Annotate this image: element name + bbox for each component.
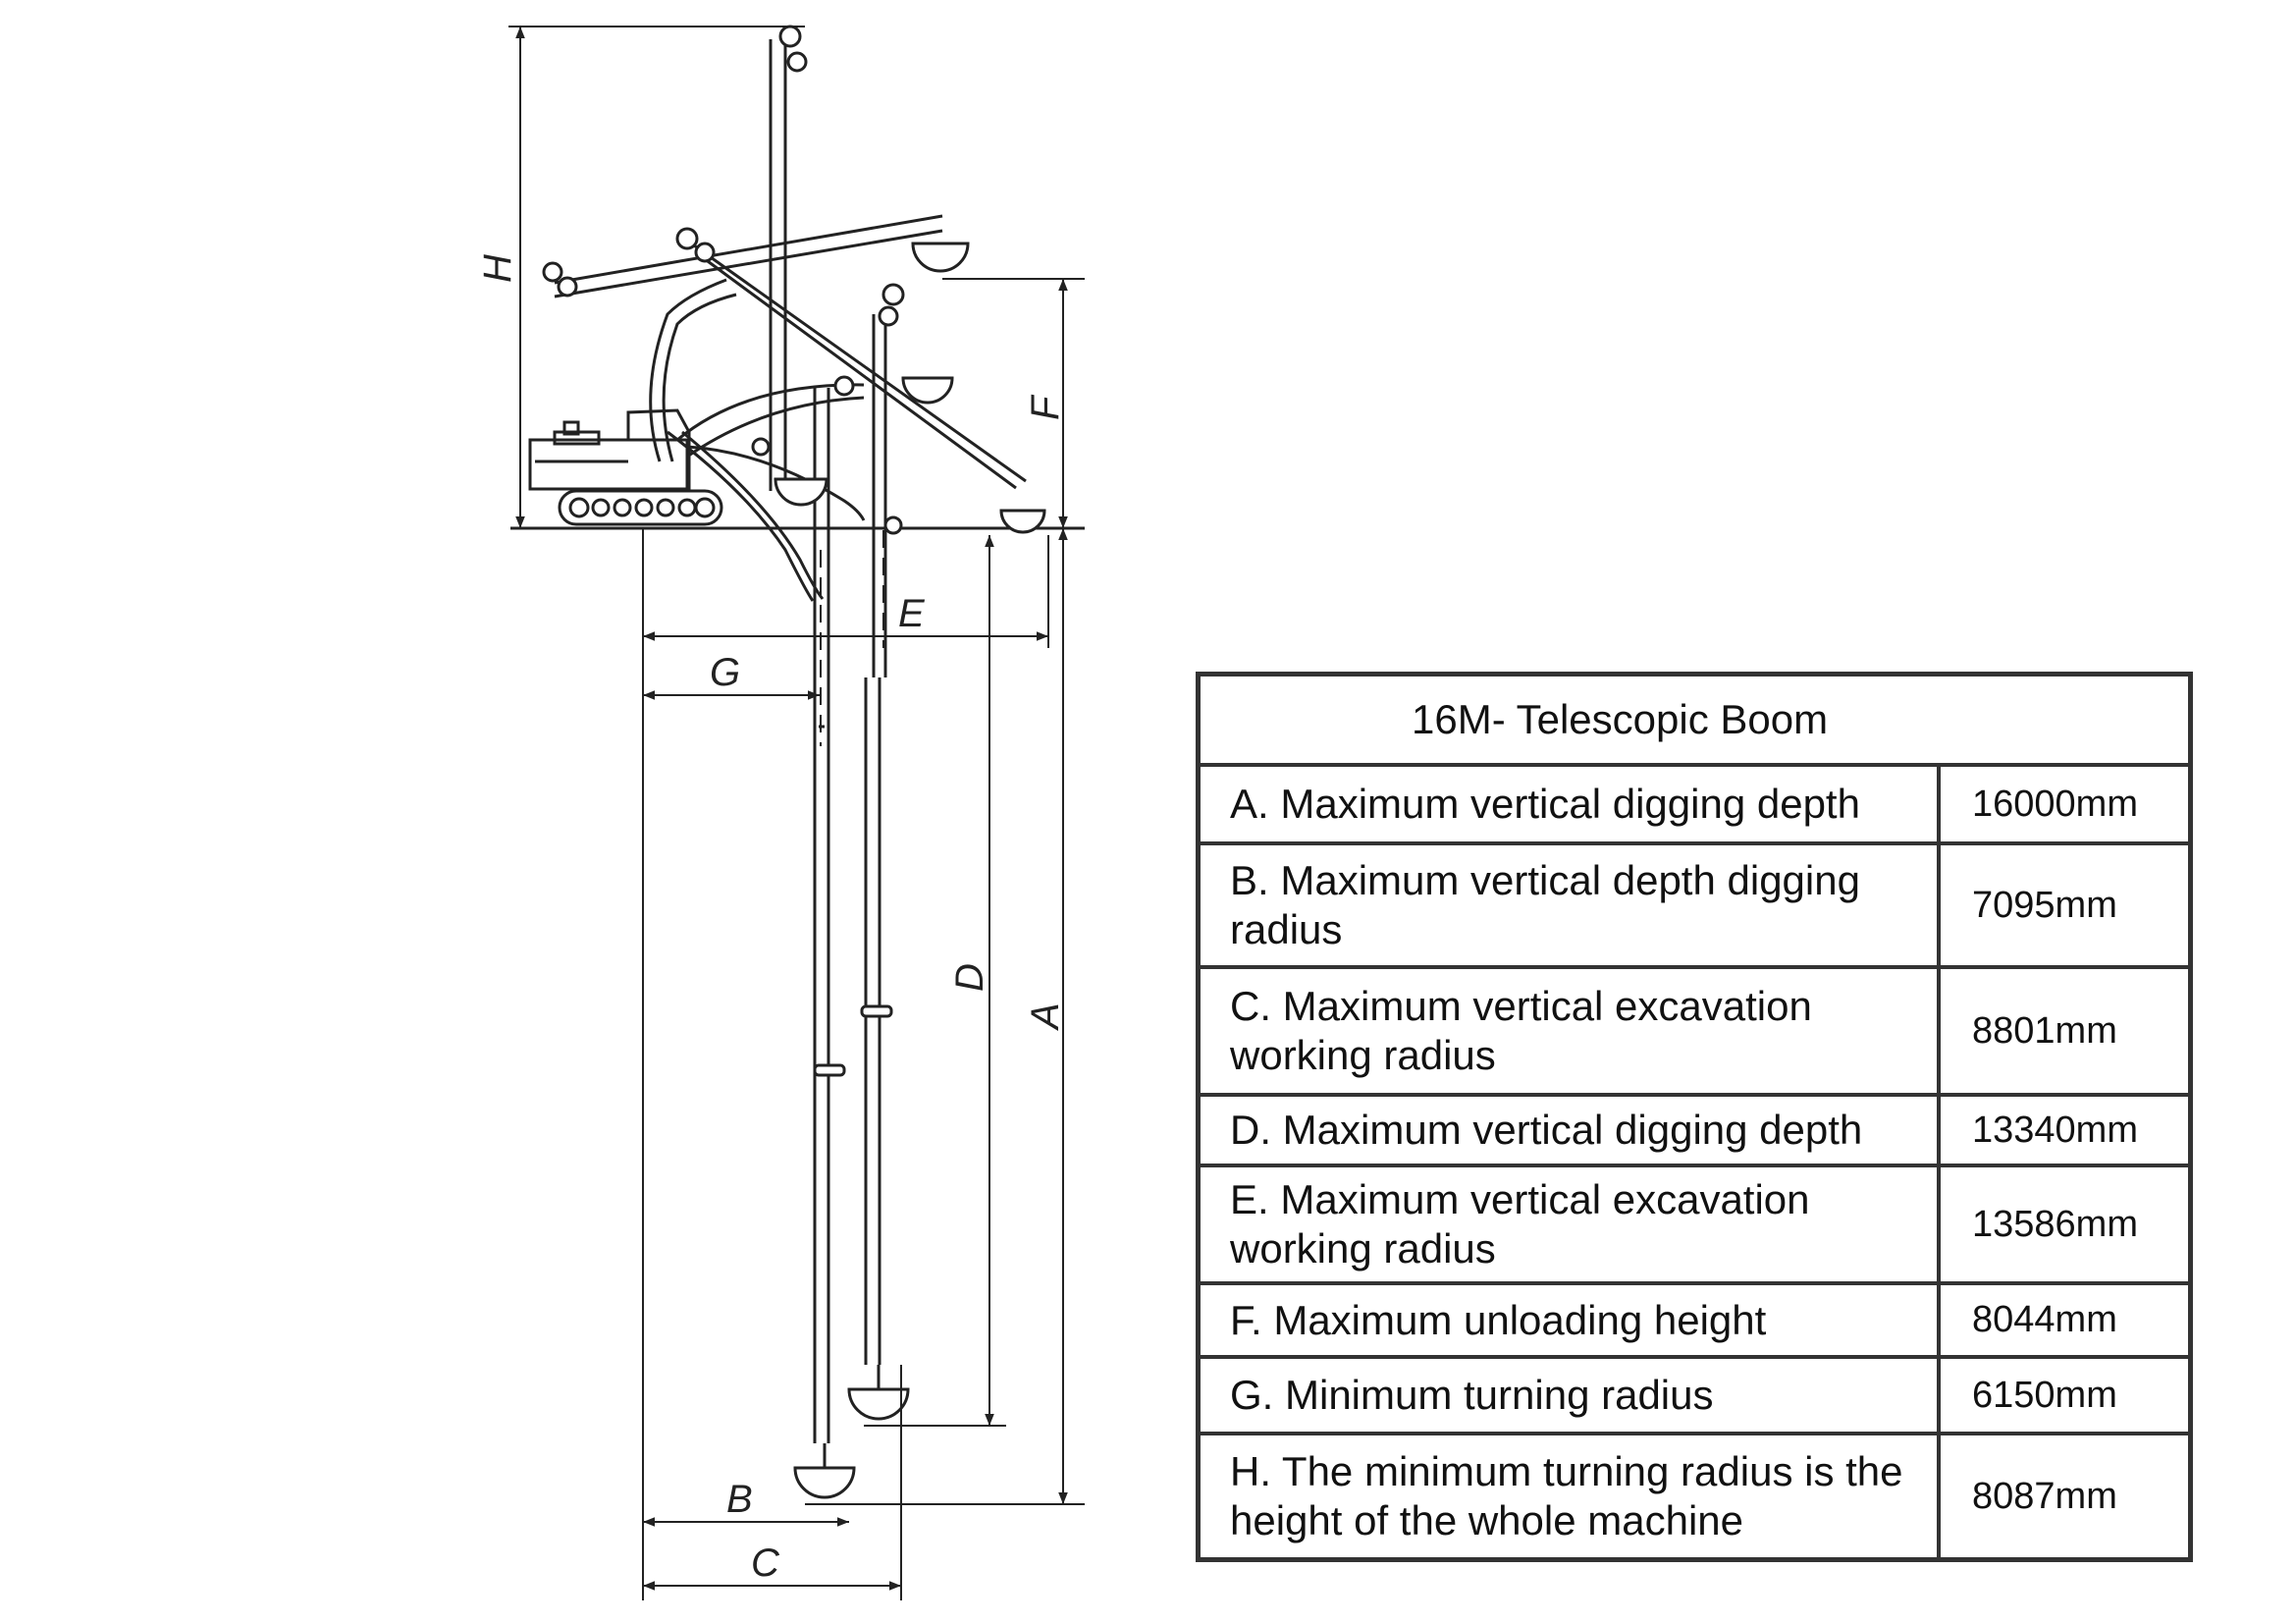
boom-pins — [542, 25, 905, 1077]
dim-label-c: C — [751, 1542, 780, 1585]
table-row: C. Maximum vertical excavation working r… — [1196, 965, 2193, 1098]
dim-label-h: H — [476, 254, 519, 283]
dimension-lines — [508, 26, 1085, 1600]
excavator-tracks — [558, 489, 723, 526]
table-row: F. Maximum unloading height 8044mm — [1196, 1281, 2193, 1360]
dim-label-d: D — [948, 963, 991, 992]
param-label: A. Maximum vertical digging depth — [1196, 762, 1941, 846]
param-value: 8087mm — [1937, 1432, 2193, 1562]
param-value: 13586mm — [1937, 1164, 2193, 1286]
param-label: E. Maximum vertical excavation working r… — [1196, 1164, 1941, 1286]
param-label: C. Maximum vertical excavation working r… — [1196, 965, 1941, 1098]
dim-label-a: A — [1024, 1002, 1067, 1031]
param-label: D. Maximum vertical digging depth — [1196, 1093, 1941, 1168]
table-row: G. Minimum turning radius 6150mm — [1196, 1355, 2193, 1436]
dim-label-g: G — [710, 651, 740, 694]
spec-table-title: 16M- Telescopic Boom — [1196, 672, 2193, 767]
param-value: 13340mm — [1937, 1093, 2193, 1168]
table-row: D. Maximum vertical digging depth 13340m… — [1196, 1093, 2193, 1168]
spec-table: 16M- Telescopic Boom A. Maximum vertical… — [1196, 672, 2193, 1562]
param-value: 7095mm — [1937, 841, 2193, 970]
grab-buckets — [774, 242, 1046, 1499]
excavator-body — [528, 408, 691, 491]
param-value: 16000mm — [1937, 762, 2193, 846]
param-value: 6150mm — [1937, 1355, 2193, 1436]
dim-label-e: E — [898, 592, 926, 635]
param-label: B. Maximum vertical depth digging radius — [1196, 841, 1941, 970]
table-row: H. The minimum turning radius is the hei… — [1196, 1432, 2193, 1562]
table-row: B. Maximum vertical depth digging radius… — [1196, 841, 2193, 970]
param-label: H. The minimum turning radius is the hei… — [1196, 1432, 1941, 1562]
table-row: A. Maximum vertical digging depth 16000m… — [1196, 762, 2193, 846]
table-row: E. Maximum vertical excavation working r… — [1196, 1164, 2193, 1286]
param-value: 8044mm — [1937, 1281, 2193, 1360]
param-label: G. Minimum turning radius — [1196, 1355, 1941, 1436]
dim-label-f: F — [1024, 394, 1067, 420]
dim-label-b: B — [726, 1478, 753, 1521]
spec-table-header: 16M- Telescopic Boom — [1196, 672, 2193, 767]
param-value: 8801mm — [1937, 965, 2193, 1098]
param-label: F. Maximum unloading height — [1196, 1281, 1941, 1360]
